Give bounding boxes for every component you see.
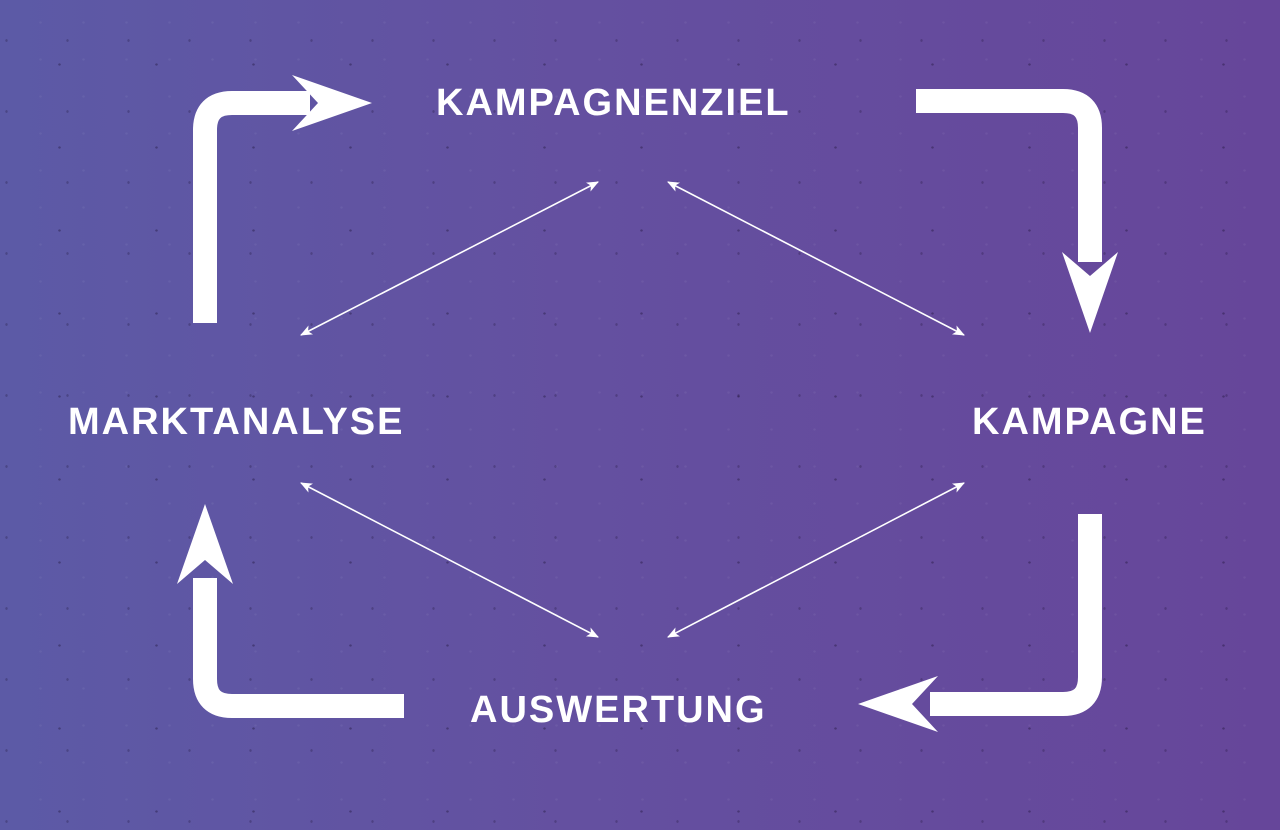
link-kampagnenziel-marktanalyse xyxy=(300,181,599,336)
node-label-marktanalyse: MARKTANALYSE xyxy=(68,401,405,443)
arrowhead-left-icon xyxy=(858,676,938,732)
cycle-arrow-auswertung-to-marktanalyse xyxy=(193,578,404,718)
cycle-arrow-kampagnenziel-to-kampagne xyxy=(916,89,1102,262)
arrowhead-up-icon xyxy=(177,504,233,584)
cycle-arrow-marktanalyse-to-kampagnenziel xyxy=(193,91,310,323)
cycle-arrow-kampagne-to-auswertung xyxy=(930,514,1102,716)
link-kampagne-auswertung xyxy=(667,482,965,638)
arrowhead-down-icon xyxy=(1062,252,1118,333)
link-marktanalyse-auswertung xyxy=(300,482,599,638)
link-kampagnenziel-kampagne xyxy=(667,181,965,336)
node-label-kampagne: KAMPAGNE xyxy=(972,401,1207,443)
node-label-auswertung: AUSWERTUNG xyxy=(470,689,767,731)
arrowhead-right-icon xyxy=(292,75,372,131)
node-label-kampagnenziel: KAMPAGNENZIEL xyxy=(436,82,791,124)
